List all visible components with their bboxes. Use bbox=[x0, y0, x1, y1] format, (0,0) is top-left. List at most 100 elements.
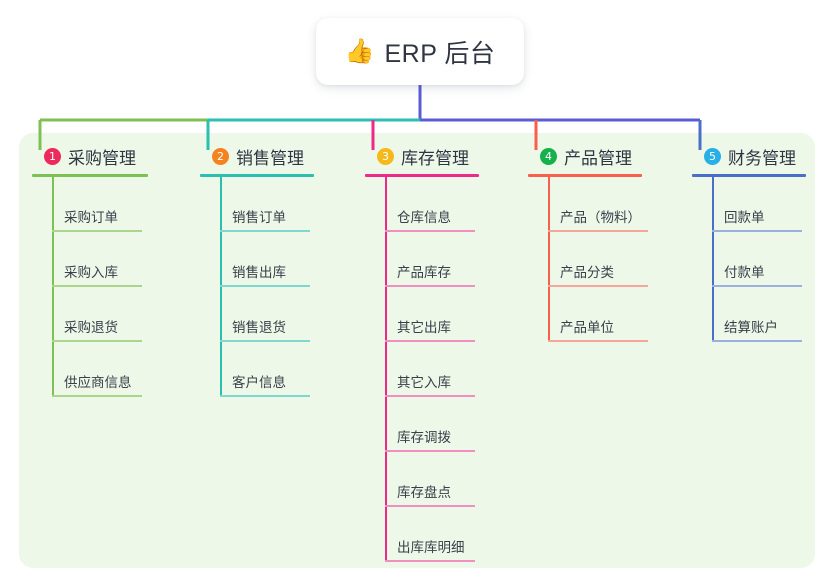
leaf-item-underline bbox=[52, 230, 142, 232]
leaf-item-underline bbox=[220, 230, 310, 232]
leaf-item-label: 结算账户 bbox=[724, 320, 778, 335]
leaf-item-underline bbox=[385, 395, 475, 397]
leaf-item[interactable]: 销售出库 bbox=[200, 232, 314, 287]
leaf-item-label: 仓库信息 bbox=[397, 210, 451, 225]
leaf-item-label: 供应商信息 bbox=[64, 375, 132, 390]
column-header-underline bbox=[365, 174, 479, 177]
column-spine bbox=[548, 177, 550, 342]
leaf-item-underline bbox=[385, 505, 475, 507]
leaf-item[interactable]: 销售退货 bbox=[200, 287, 314, 342]
column-header-underline bbox=[32, 174, 148, 177]
column-title: 销售管理 bbox=[236, 148, 304, 168]
column-header-underline bbox=[200, 174, 314, 177]
leaf-item-label: 产品分类 bbox=[560, 265, 614, 280]
leaf-item[interactable]: 仓库信息 bbox=[365, 177, 479, 232]
leaf-item-label: 库存调拨 bbox=[397, 430, 451, 445]
leaf-item[interactable]: 其它出库 bbox=[365, 287, 479, 342]
column-spine bbox=[385, 177, 387, 562]
root-node-title: ERP 后台 bbox=[384, 39, 496, 68]
leaf-item-underline bbox=[548, 340, 648, 342]
badge-number-icon: 1 bbox=[44, 147, 61, 165]
column-header-underline bbox=[692, 174, 806, 177]
leaf-item[interactable]: 采购订单 bbox=[32, 177, 148, 232]
leaf-item[interactable]: 供应商信息 bbox=[32, 342, 148, 397]
leaf-item-label: 采购入库 bbox=[64, 265, 118, 280]
column-spine bbox=[712, 177, 714, 342]
leaf-item[interactable]: 采购退货 bbox=[32, 287, 148, 342]
column-title: 财务管理 bbox=[728, 148, 796, 168]
leaf-item-label: 回款单 bbox=[724, 210, 765, 225]
leaf-item[interactable]: 出库库明细 bbox=[365, 507, 479, 562]
leaf-item-label: 库存盘点 bbox=[397, 485, 451, 500]
leaf-item-label: 采购退货 bbox=[64, 320, 118, 335]
column-items: 仓库信息产品库存其它出库其它入库库存调拨库存盘点出库库明细 bbox=[365, 177, 479, 562]
leaf-item-underline bbox=[712, 285, 802, 287]
leaf-item[interactable]: 结算账户 bbox=[692, 287, 806, 342]
column-header-5[interactable]: 5 财务管理 bbox=[692, 143, 806, 169]
leaf-item-underline bbox=[220, 285, 310, 287]
leaf-item-label: 产品库存 bbox=[397, 265, 451, 280]
badge-number-icon: 3 bbox=[377, 147, 394, 165]
column-spine bbox=[220, 177, 222, 397]
column-销售管理: 2 销售管理销售订单销售出库销售退货客户信息 bbox=[200, 143, 314, 397]
column-items: 回款单付款单结算账户 bbox=[692, 177, 806, 342]
badge-number-icon: 5 bbox=[704, 147, 721, 165]
leaf-item-label: 产品（物料） bbox=[560, 210, 641, 225]
column-title: 产品管理 bbox=[564, 148, 632, 168]
leaf-item-label: 采购订单 bbox=[64, 210, 118, 225]
leaf-item-underline bbox=[548, 230, 648, 232]
leaf-item[interactable]: 库存盘点 bbox=[365, 452, 479, 507]
leaf-item-label: 客户信息 bbox=[232, 375, 286, 390]
leaf-item-underline bbox=[385, 560, 475, 562]
leaf-item[interactable]: 产品（物料） bbox=[528, 177, 648, 232]
leaf-item-underline bbox=[712, 230, 802, 232]
leaf-item[interactable]: 产品分类 bbox=[528, 232, 648, 287]
leaf-item[interactable]: 销售订单 bbox=[200, 177, 314, 232]
diagram-background-panel bbox=[19, 133, 815, 568]
leaf-item-label: 出库库明细 bbox=[397, 540, 465, 555]
leaf-item[interactable]: 库存调拨 bbox=[365, 397, 479, 452]
leaf-item-underline bbox=[220, 395, 310, 397]
badge-number-icon: 2 bbox=[212, 147, 229, 165]
leaf-item-underline bbox=[712, 340, 802, 342]
leaf-item-underline bbox=[385, 285, 475, 287]
leaf-item[interactable]: 回款单 bbox=[692, 177, 806, 232]
root-node-card[interactable]: 👍 ERP 后台 bbox=[316, 18, 524, 85]
column-header-2[interactable]: 2 销售管理 bbox=[200, 143, 314, 169]
leaf-item-underline bbox=[385, 340, 475, 342]
column-header-3[interactable]: 3 库存管理 bbox=[365, 143, 479, 169]
leaf-item-underline bbox=[385, 450, 475, 452]
leaf-item[interactable]: 付款单 bbox=[692, 232, 806, 287]
column-items: 销售订单销售出库销售退货客户信息 bbox=[200, 177, 314, 397]
leaf-item[interactable]: 客户信息 bbox=[200, 342, 314, 397]
leaf-item-label: 付款单 bbox=[724, 265, 765, 280]
leaf-item-underline bbox=[52, 340, 142, 342]
leaf-item[interactable]: 其它入库 bbox=[365, 342, 479, 397]
leaf-item-underline bbox=[220, 340, 310, 342]
column-库存管理: 3 库存管理仓库信息产品库存其它出库其它入库库存调拨库存盘点出库库明细 bbox=[365, 143, 479, 562]
leaf-item-label: 销售订单 bbox=[232, 210, 286, 225]
column-items: 采购订单采购入库采购退货供应商信息 bbox=[32, 177, 148, 397]
leaf-item-label: 其它入库 bbox=[397, 375, 451, 390]
thumbs-up-icon: 👍 bbox=[344, 37, 375, 65]
column-header-underline bbox=[528, 174, 642, 177]
column-title: 库存管理 bbox=[401, 148, 469, 168]
leaf-item-label: 其它出库 bbox=[397, 320, 451, 335]
column-财务管理: 5 财务管理回款单付款单结算账户 bbox=[692, 143, 806, 342]
leaf-item[interactable]: 产品单位 bbox=[528, 287, 648, 342]
leaf-item[interactable]: 采购入库 bbox=[32, 232, 148, 287]
column-items: 产品（物料） 产品分类产品单位 bbox=[528, 177, 648, 342]
leaf-item-underline bbox=[548, 285, 648, 287]
leaf-item-label: 产品单位 bbox=[560, 320, 614, 335]
leaf-item-underline bbox=[385, 230, 475, 232]
leaf-item[interactable]: 产品库存 bbox=[365, 232, 479, 287]
leaf-item-label: 销售退货 bbox=[232, 320, 286, 335]
leaf-item-label: 销售出库 bbox=[232, 265, 286, 280]
leaf-item-underline bbox=[52, 285, 142, 287]
